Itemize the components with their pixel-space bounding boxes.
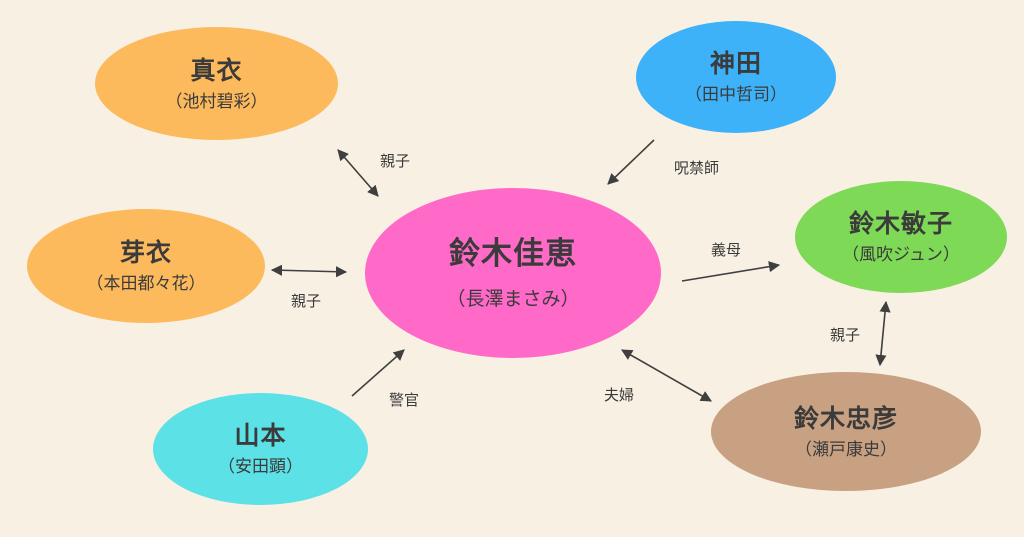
relation-label-gai: 親子 bbox=[291, 292, 322, 310]
actor-name: （安田顕） bbox=[218, 457, 303, 478]
arrow-yoshie-toshiko bbox=[681, 261, 781, 282]
node-mai: 真衣 （池村碧彩） bbox=[95, 27, 338, 140]
node-kanda: 神田 （田中哲司） bbox=[636, 21, 836, 133]
node-gai: 芽衣 （本田都々花） bbox=[27, 209, 265, 323]
relation-label-spouse: 夫婦 bbox=[604, 386, 635, 404]
actor-name: （本田都々花） bbox=[86, 274, 206, 295]
relation-label-police: 警官 bbox=[389, 391, 420, 409]
actor-name: （池村碧彩） bbox=[165, 91, 268, 112]
node-suzuki-toshiko: 鈴木敏子 （風吹ジュン） bbox=[795, 181, 1007, 293]
node-yamamoto: 山本 （安田顕） bbox=[153, 393, 368, 505]
character-name: 鈴木敏子 bbox=[848, 209, 953, 239]
actor-name: （風吹ジュン） bbox=[842, 245, 960, 266]
character-name: 真衣 bbox=[190, 55, 243, 85]
actor-name: （瀬戸康史） bbox=[795, 439, 897, 460]
relation-label-stepmother: 義母 bbox=[711, 241, 742, 259]
character-name: 山本 bbox=[234, 421, 287, 451]
character-name: 鈴木忠彦 bbox=[793, 403, 898, 433]
actor-name: （長澤まさみ） bbox=[446, 287, 580, 310]
arrow-mai-yoshie bbox=[337, 149, 379, 197]
arrow-yamamoto-yoshie bbox=[351, 349, 405, 397]
relation-label-kanda: 呪禁師 bbox=[674, 159, 720, 177]
arrow-yoshie-tadahiko bbox=[621, 349, 712, 402]
actor-name: （田中哲司） bbox=[685, 85, 787, 106]
character-name: 鈴木佳恵 bbox=[449, 236, 577, 273]
character-name: 芽衣 bbox=[119, 238, 172, 268]
relation-label-toshiko-child: 親子 bbox=[830, 326, 861, 344]
arrow-toshiko-tadahiko bbox=[875, 300, 891, 367]
arrow-kanda-yoshie bbox=[607, 139, 655, 185]
character-name: 神田 bbox=[709, 49, 762, 79]
relation-label-mai: 親子 bbox=[380, 152, 411, 170]
node-suzuki-yoshie: 鈴木佳恵 （長澤まさみ） bbox=[365, 188, 661, 358]
arrow-gai-yoshie bbox=[270, 264, 348, 278]
node-suzuki-tadahiko: 鈴木忠彦 （瀬戸康史） bbox=[711, 372, 981, 491]
